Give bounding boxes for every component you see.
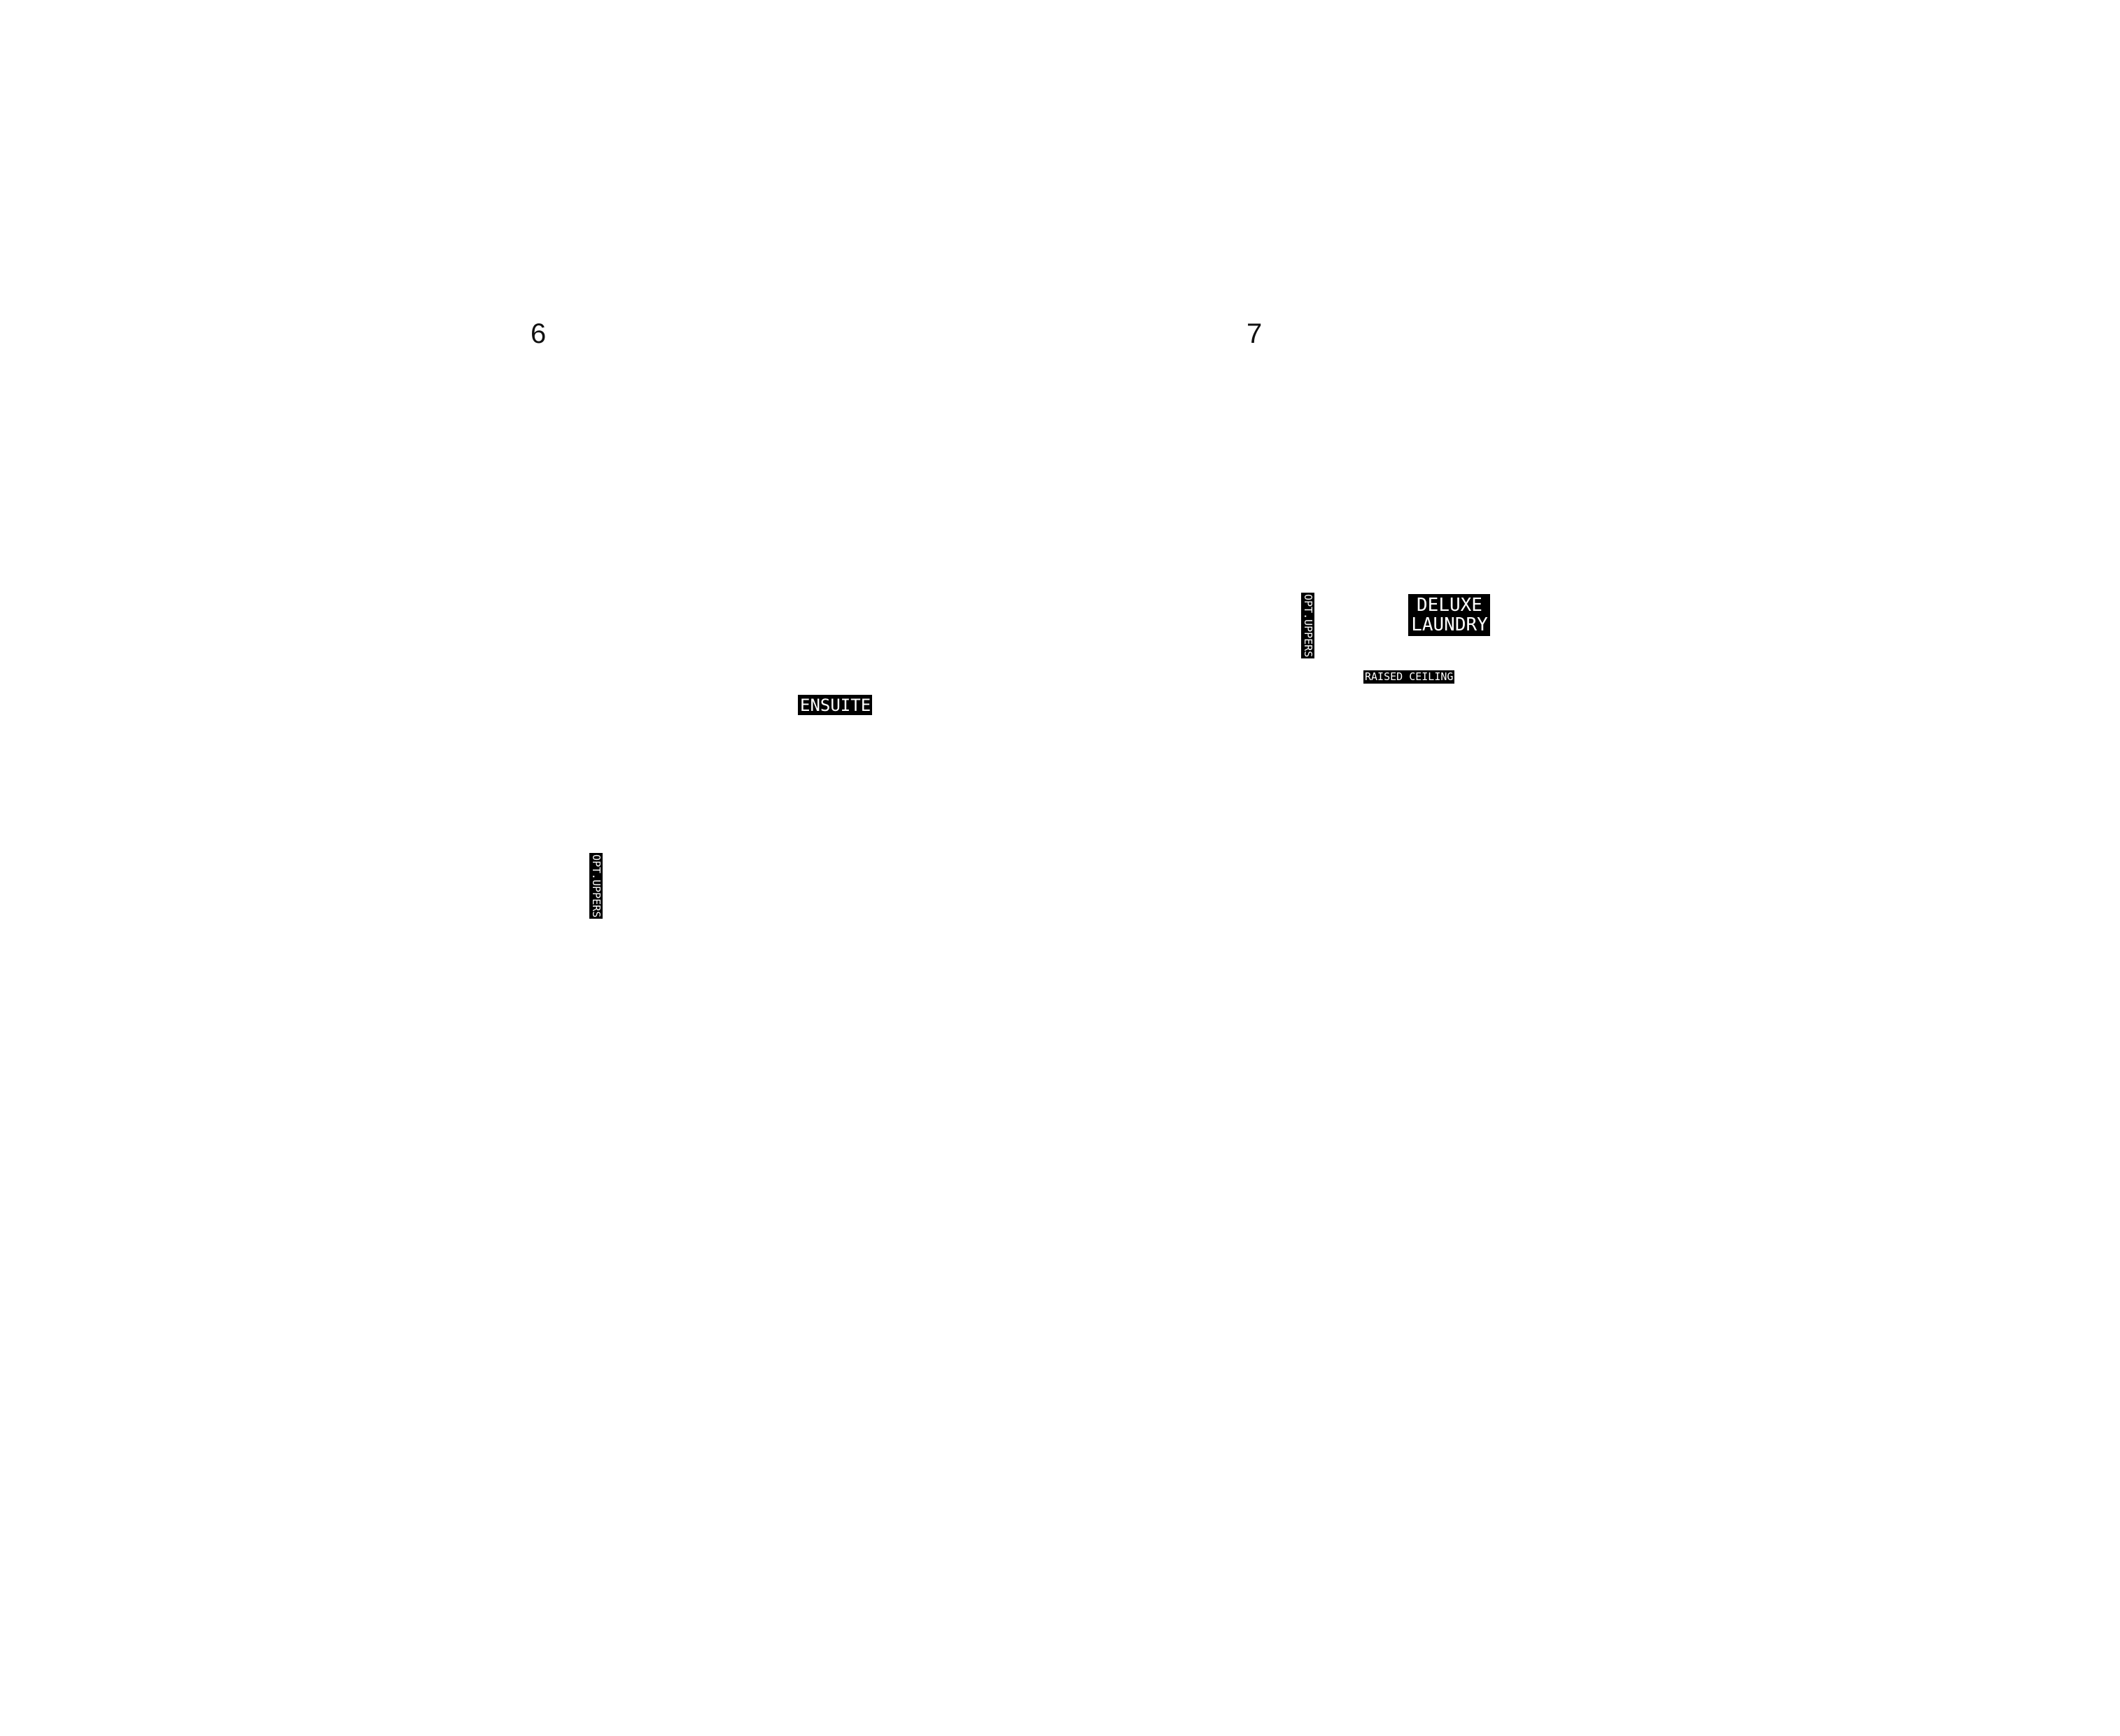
- raised-ceiling-label: RAISED CEILING: [1363, 670, 1455, 684]
- page-number-7: 7: [1247, 318, 1263, 349]
- deluxe-laundry-line1: DELUXE: [1417, 595, 1482, 616]
- opt-uppers-label-right: OPT.UPPERS: [1301, 593, 1314, 659]
- deluxe-laundry-label: DELUXE LAUNDRY: [1408, 594, 1490, 637]
- ensuite-label: ENSUITE: [798, 695, 873, 715]
- deluxe-laundry-line2: LAUNDRY: [1411, 614, 1488, 636]
- page-number-6: 6: [531, 318, 547, 349]
- opt-uppers-label-left: OPT.UPPERS: [589, 853, 603, 919]
